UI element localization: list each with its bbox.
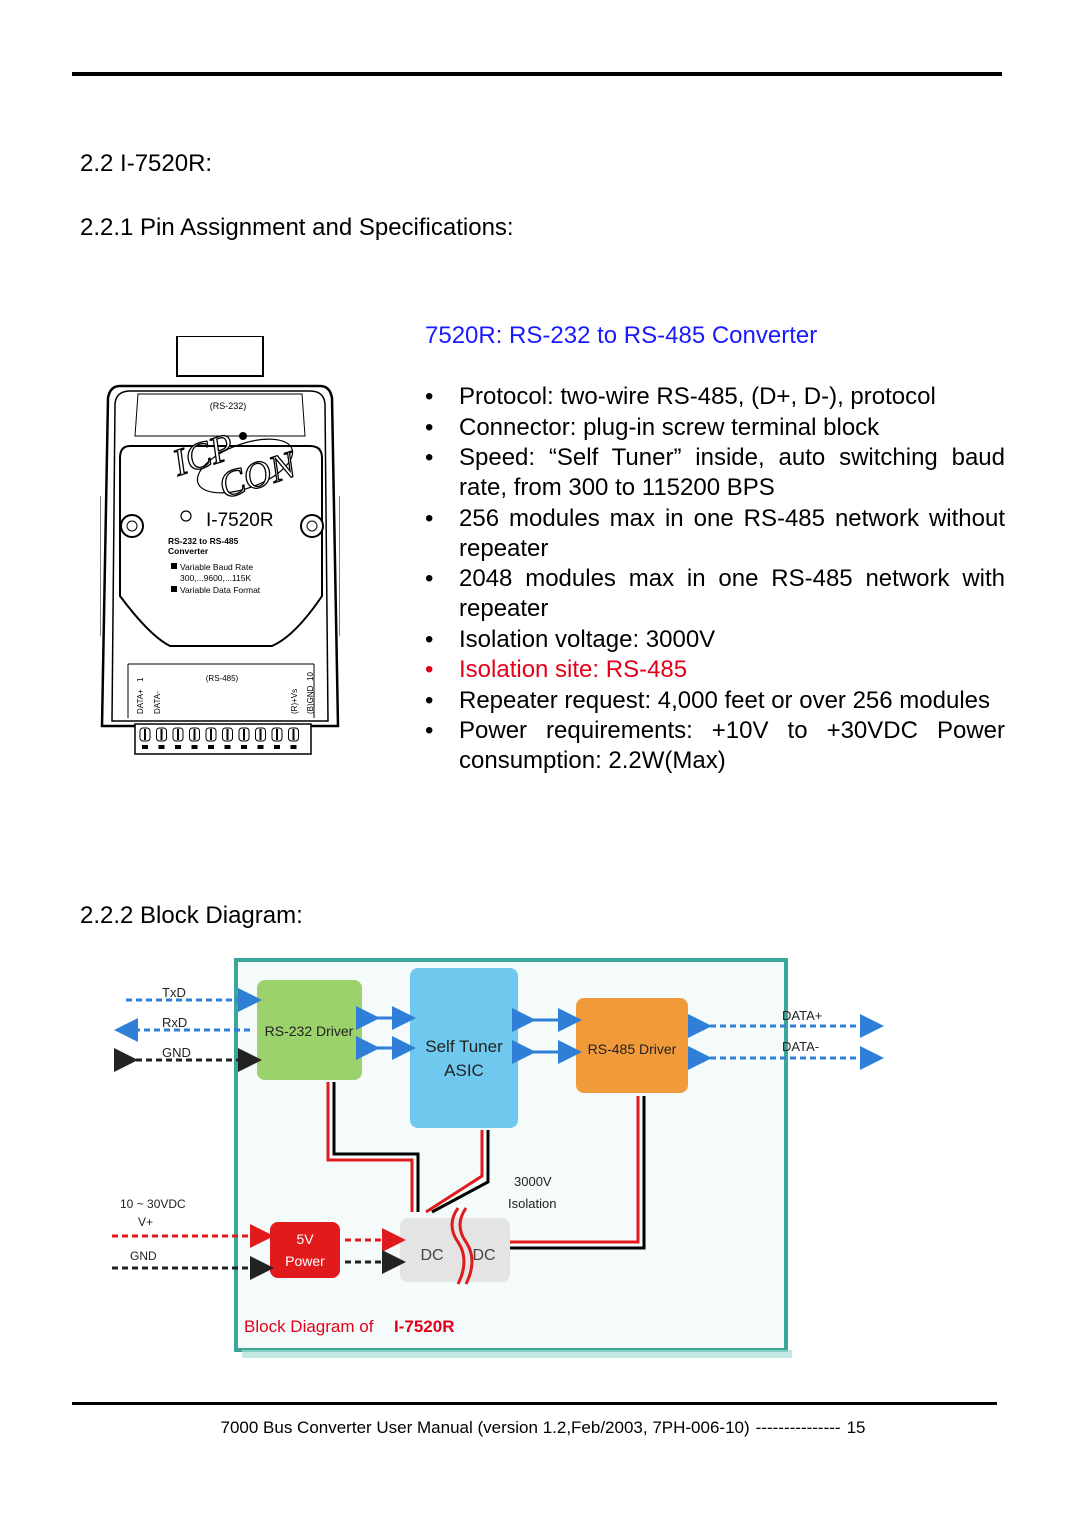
spec-item: 2048 modules max in one RS-485 network w… (425, 564, 1005, 624)
module-model: I-7520R (206, 510, 274, 531)
module-desc-line1: RS-232 to RS-485 (168, 536, 239, 546)
subsection-block-title: 2.2.2 Block Diagram: (80, 902, 303, 929)
footer-dashes: --------------- (755, 1418, 841, 1437)
front-panel (119, 445, 323, 647)
asic-power-red (425, 1130, 484, 1214)
dc-dc-converter-box (400, 1218, 510, 1282)
footer-text: 7000 Bus Converter User Manual (version … (220, 1418, 750, 1437)
rs485-port-label: (RS-485) (206, 674, 239, 683)
footer-rule (72, 1402, 997, 1405)
pin-data-minus: DATA- (153, 691, 162, 714)
self-tuner-label: Self Tuner (425, 1037, 503, 1056)
dc-right-label: DC (472, 1247, 495, 1264)
block-diagram: RS-232 Driver Self Tuner ASIC RS-485 Dri… (112, 958, 884, 1358)
pin-10: 10 (306, 672, 315, 681)
module-desc-line2: Converter (168, 546, 209, 556)
subsection-pin-title: 2.2.1 Pin Assignment and Specifications: (80, 214, 514, 241)
diagram-caption-prefix: Block Diagram of (244, 1317, 374, 1336)
spec-title: 7520R: RS-232 to RS-485 Converter (425, 322, 818, 349)
power-label: Power (285, 1253, 325, 1269)
spec-item: 256 modules max in one RS-485 network wi… (425, 504, 1005, 564)
isolation-barrier-icon (450, 1207, 466, 1285)
power-5v-box (270, 1222, 340, 1278)
spec-list: Protocol: two-wire RS-485, (D+, D-), pro… (425, 382, 1005, 777)
rs485-power-black (510, 1096, 646, 1250)
feature-baud-range: 300,...9600,...115K (180, 573, 252, 583)
spec-item: Isolation voltage: 3000V (425, 625, 1005, 655)
page-number: 15 (846, 1418, 866, 1437)
asic-power-black (431, 1130, 490, 1214)
pin-gnd: (B)GND (306, 685, 315, 714)
rs232-port-label: (RS-232) (210, 401, 247, 411)
spec-item: Protocol: two-wire RS-485, (D+, D-), pro… (425, 382, 1005, 412)
spec-item: Repeater request: 4,000 feet or over 256… (425, 686, 1005, 716)
status-led (180, 510, 192, 522)
isolation-label: Isolation (508, 1196, 556, 1211)
page-footer: 7000 Bus Converter User Manual (version … (0, 1418, 1080, 1438)
asic-label: ASIC (444, 1061, 484, 1080)
db9-connector (176, 336, 264, 377)
txd-label: TxD (162, 985, 186, 1000)
spec-item-isolation-site: Isolation site: RS-485 (425, 655, 1005, 685)
isolation-voltage-label: 3000V (514, 1174, 552, 1189)
data-plus-label: DATA+ (782, 1008, 822, 1023)
terminal-screws (139, 727, 299, 749)
i7520r-module-illustration: (RS-232) ICP CON I-7520R RS-232 to RS-48… (100, 336, 340, 755)
pin-1: 1 (136, 677, 145, 682)
feature-data-format: Variable Data Format (180, 585, 261, 595)
pin-vs: (R)+Vs (290, 689, 299, 714)
spec-item: Speed: “Self Tuner” inside, auto switchi… (425, 443, 1005, 503)
diagram-caption-model: I-7520R (394, 1317, 454, 1336)
rs232-driver-label: RS-232 Driver (265, 1023, 354, 1039)
power-5v-label: 5V (296, 1231, 314, 1247)
section-title: 2.2 I-7520R: (80, 150, 213, 177)
feature-baud: Variable Baud Rate (180, 562, 253, 572)
vplus-label: V+ (138, 1215, 153, 1229)
rs485-driver-label: RS-485 Driver (588, 1041, 677, 1057)
spec-item: Connector: plug-in screw terminal block (425, 413, 1005, 443)
header-rule (72, 72, 1002, 76)
rxd-label: RxD (162, 1015, 187, 1030)
spec-item: Power requirements: +10V to +30VDC Power… (425, 716, 1005, 776)
gnd-label: GND (162, 1045, 191, 1060)
pin-data-plus: DATA+ (136, 689, 145, 714)
icpcon-logo-swoosh (196, 438, 294, 494)
supply-range-label: 10 ~ 30VDC (120, 1197, 186, 1211)
rs485-driver-box (576, 998, 688, 1093)
gnd-power-label: GND (130, 1249, 157, 1263)
data-minus-label: DATA- (782, 1039, 819, 1054)
dc-left-label: DC (420, 1247, 443, 1264)
rs485-power-red (510, 1096, 640, 1244)
rs232-driver-box (257, 980, 362, 1080)
self-tuner-asic-box (410, 968, 518, 1128)
